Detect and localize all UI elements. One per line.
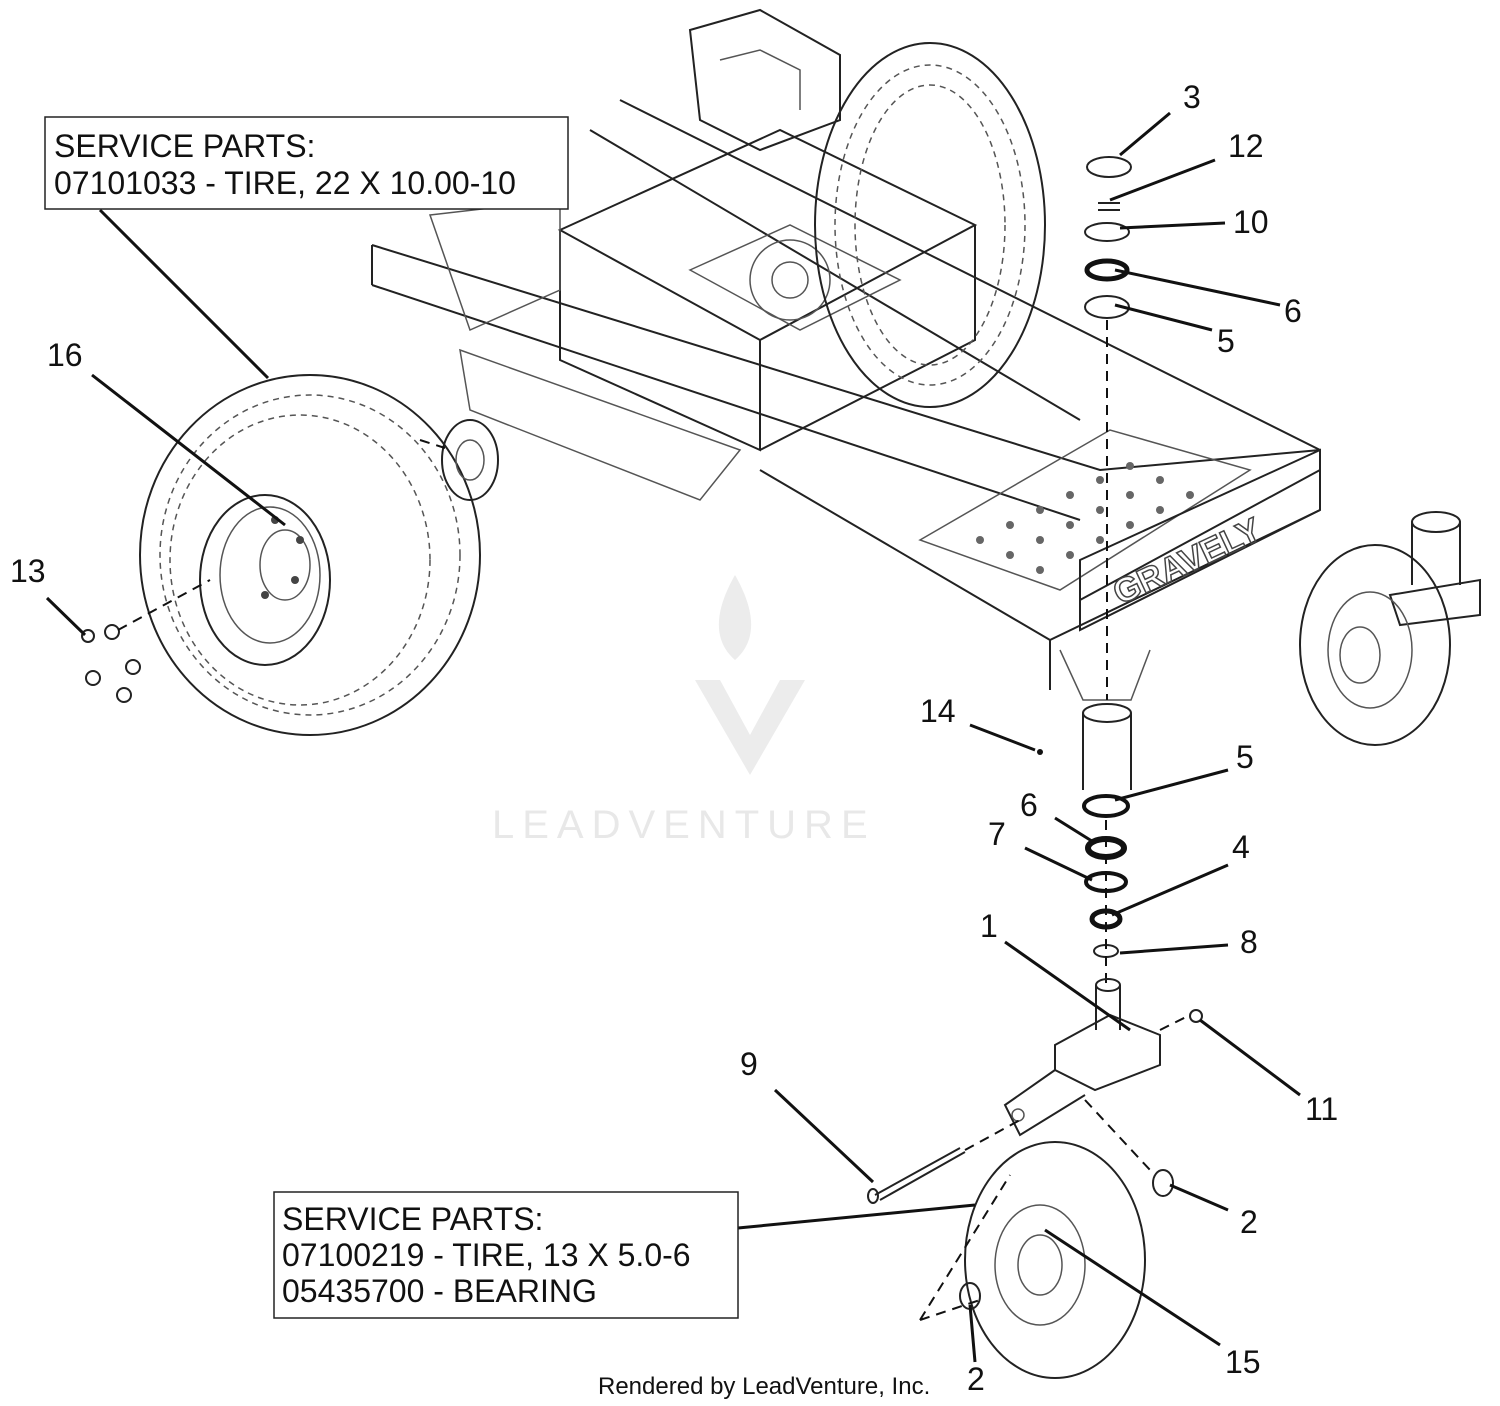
axle-hub <box>419 419 499 501</box>
callout-2-bottom: 2 <box>967 1361 985 1397</box>
callout-15: 15 <box>1225 1344 1261 1380</box>
service-box-bottom-part-2: 05435700 - BEARING <box>282 1273 597 1309</box>
callout-1: 1 <box>980 908 998 944</box>
service-parts-box-bottom: SERVICE PARTS: 07100219 - TIRE, 13 X 5.0… <box>273 1191 739 1319</box>
spacers <box>919 1169 1174 1321</box>
callout-2-right: 2 <box>1240 1204 1258 1240</box>
service-parts-box-top: SERVICE PARTS: 07101033 - TIRE, 22 X 10.… <box>44 116 569 210</box>
callout-8: 8 <box>1240 924 1258 960</box>
callout-9: 9 <box>740 1046 758 1082</box>
caster-stack-lower <box>1082 794 1130 990</box>
callout-4: 4 <box>1232 829 1250 865</box>
service-box-top-part: 07101033 - TIRE, 22 X 10.00-10 <box>54 165 516 201</box>
caster-wheel <box>964 1141 1146 1379</box>
callout-7: 7 <box>988 816 1006 852</box>
callout-numbers: 3 12 10 6 5 16 13 14 5 6 7 4 1 8 9 11 2 … <box>10 79 1338 1397</box>
grease-fitting <box>1037 749 1043 755</box>
callout-6-lower: 6 <box>1020 787 1038 823</box>
service-box-bottom-part-1: 07100219 - TIRE, 13 X 5.0-6 <box>282 1237 691 1273</box>
axle-bolt <box>867 1119 1021 1204</box>
lug-nuts <box>81 579 211 703</box>
leader-lines <box>45 111 1301 1363</box>
caster-stack-upper <box>1084 156 1132 700</box>
callout-5-lower: 5 <box>1236 739 1254 775</box>
callout-14: 14 <box>920 693 956 729</box>
rear-left-tire <box>139 374 481 736</box>
service-box-bottom-heading: SERVICE PARTS: <box>282 1201 543 1237</box>
callout-5-upper: 5 <box>1217 323 1235 359</box>
callout-10: 10 <box>1233 204 1269 240</box>
callout-6-upper: 6 <box>1284 293 1302 329</box>
callout-13: 13 <box>10 553 46 589</box>
footrest-holes <box>976 462 1194 574</box>
callout-16: 16 <box>47 337 83 373</box>
nut <box>1189 1009 1203 1023</box>
callout-11: 11 <box>1305 1091 1338 1127</box>
service-box-top-heading: SERVICE PARTS: <box>54 128 315 164</box>
callout-3: 3 <box>1183 79 1201 115</box>
watermark: LEADVENTURE <box>492 575 876 847</box>
watermark-text: LEADVENTURE <box>492 803 876 847</box>
rear-right-tire <box>814 42 1046 408</box>
footer-credit: Rendered by LeadVenture, Inc. <box>598 1373 930 1400</box>
callout-12: 12 <box>1228 128 1264 164</box>
